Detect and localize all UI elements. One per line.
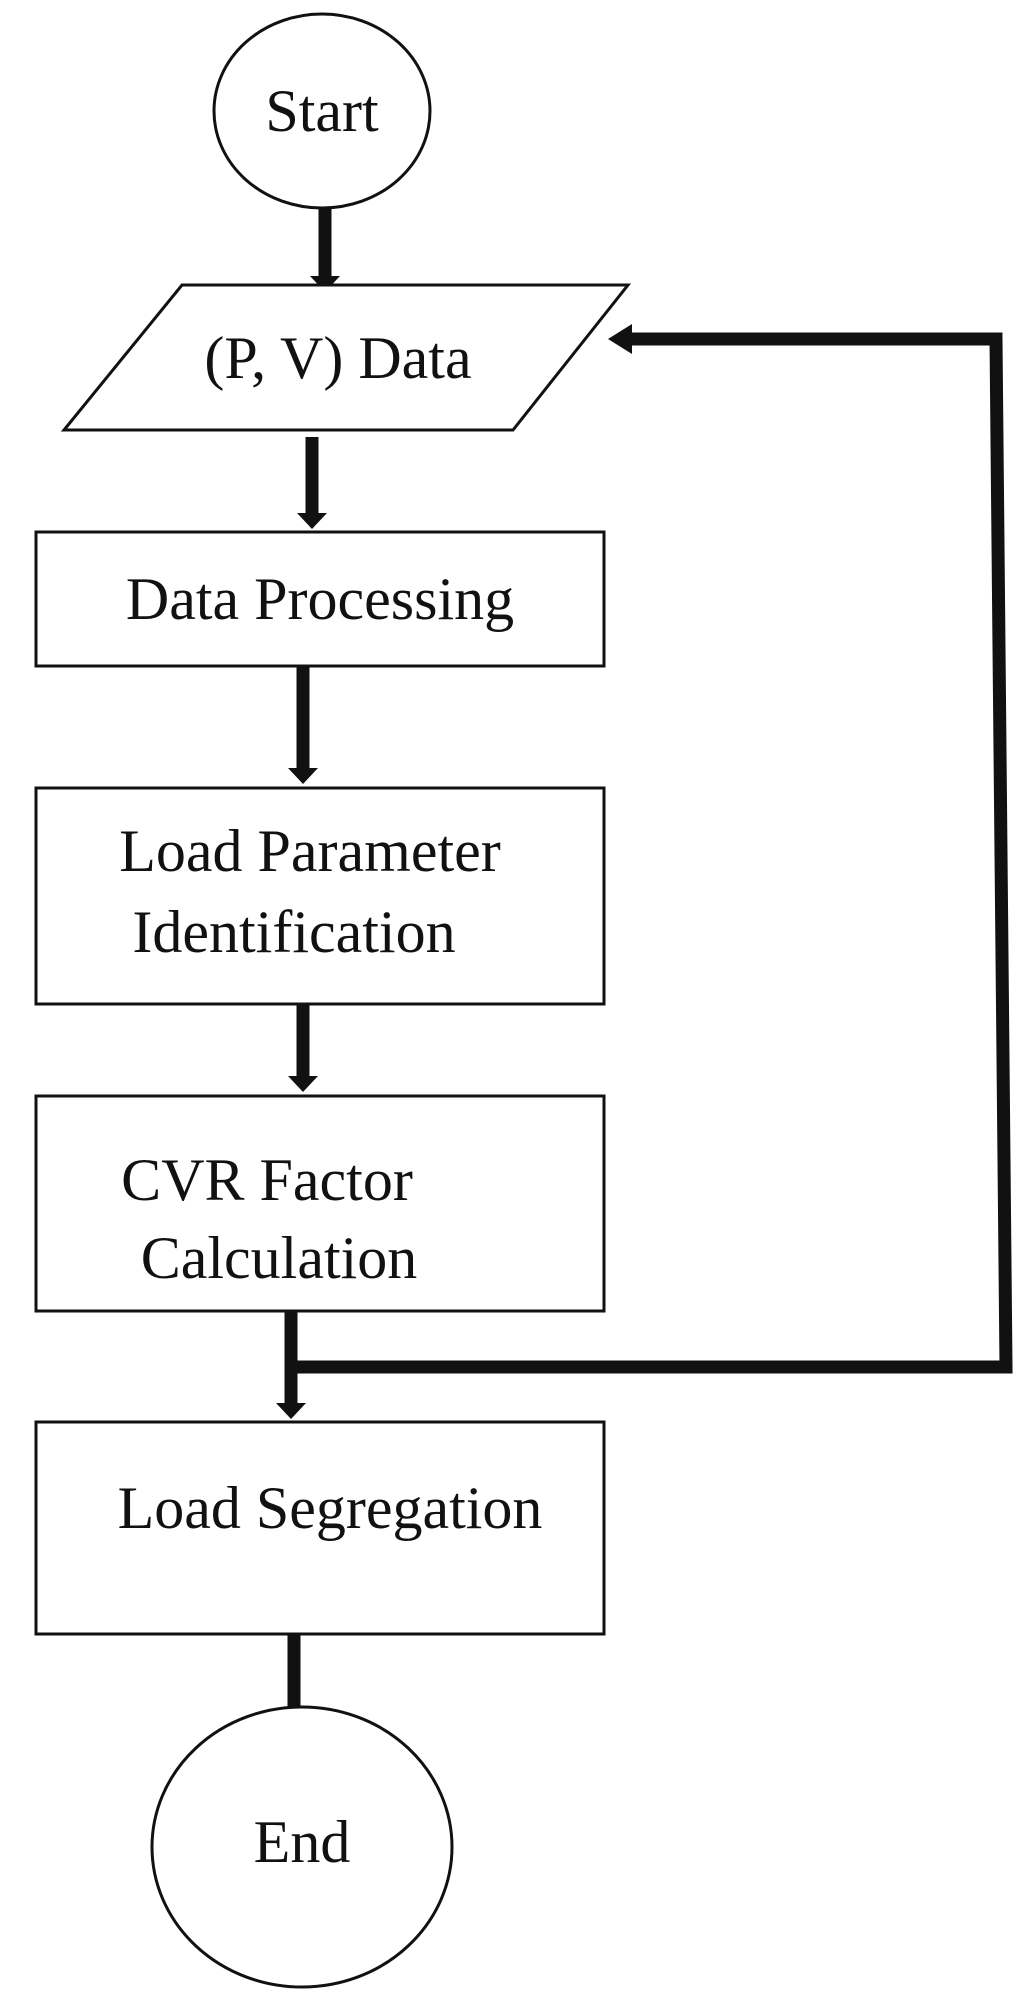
end-node: End	[150, 1705, 454, 1989]
start-terminal-shape	[212, 12, 432, 210]
end-terminal-shape	[150, 1705, 454, 1989]
data-processing-label: Data Processing	[126, 566, 514, 632]
connector-feedback-loop	[291, 332, 1013, 1374]
arrowheads	[276, 276, 632, 1419]
arrowhead-to-data-processing	[297, 513, 327, 529]
pv-data-input-shape	[60, 283, 632, 432]
load-parameter-identification-node: Load Parameter Identification	[34, 786, 606, 1006]
cvr-factor-calculation-box	[34, 1094, 606, 1313]
start-label: Start	[265, 78, 379, 144]
arrowhead-feedback-to-pv-data	[608, 324, 632, 354]
cvr-factor-calculation-node: CVR Factor Calculation	[34, 1094, 606, 1313]
data-processing-box	[34, 530, 606, 668]
pv-data-node: (P, V) Data	[60, 283, 632, 432]
arrowhead-to-cvr-factor	[288, 1076, 318, 1092]
load-segregation-node: Load Segregation	[34, 1420, 606, 1636]
data-processing-node: Data Processing	[34, 530, 606, 668]
load-parameter-line-1: Load Parameter	[119, 818, 500, 884]
arrowhead-to-load-param	[288, 768, 318, 784]
arrowhead-to-load-segregation	[276, 1403, 306, 1419]
pv-data-label: (P, V) Data	[204, 325, 471, 391]
load-segregation-box	[34, 1420, 606, 1636]
start-node: Start	[212, 12, 432, 210]
cvr-factor-line-1: CVR Factor	[121, 1147, 413, 1213]
load-parameter-identification-box	[34, 786, 606, 1006]
end-label: End	[254, 1809, 351, 1875]
cvr-factor-line-2: Calculation	[141, 1225, 418, 1291]
load-segregation-label: Load Segregation	[118, 1475, 543, 1541]
connectors	[284, 208, 1013, 1710]
load-parameter-line-2: Identification	[132, 899, 455, 965]
